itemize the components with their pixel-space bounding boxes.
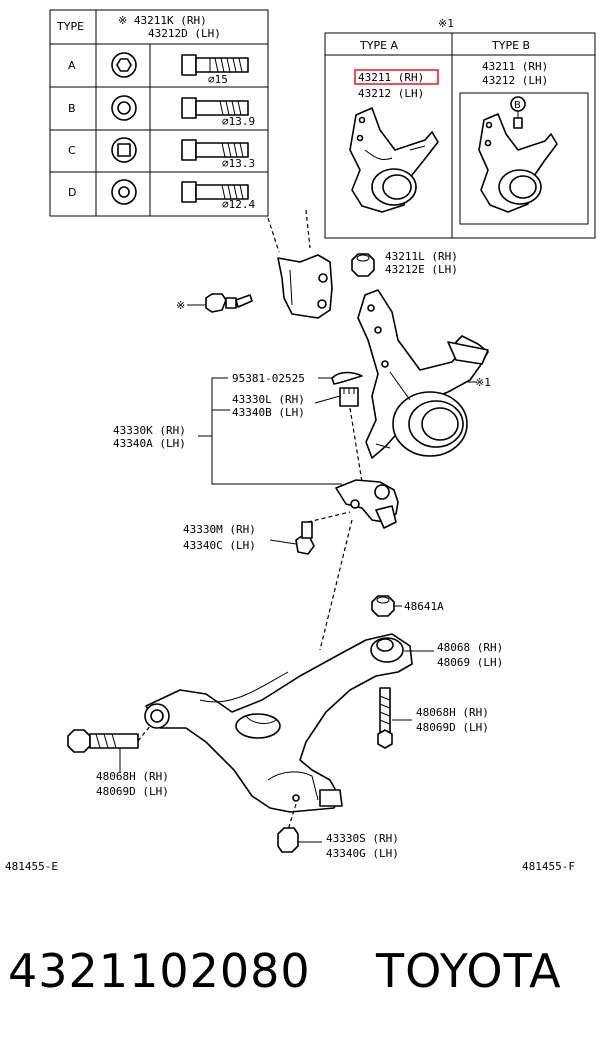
part-number: 4321102080 xyxy=(8,944,311,998)
bolt-side-icon-a xyxy=(181,54,249,76)
castle-nut xyxy=(339,387,359,407)
callout-bolt-mark: ※ xyxy=(176,299,185,312)
table-row-type-a: A xyxy=(68,59,76,72)
callout-ball-joint-lh: 43340A (LH) xyxy=(113,437,186,450)
callout-bushing-lh: 48069 (LH) xyxy=(437,656,503,669)
type-a-part-rh: 43211 (RH) xyxy=(358,71,424,84)
steering-knuckle xyxy=(357,289,489,459)
bolt-head-icon-c xyxy=(111,137,137,163)
table-row-dim-b: ⌀13.9 xyxy=(222,115,255,128)
nut-48641 xyxy=(371,595,395,617)
front-bolt xyxy=(67,729,139,753)
callout-nut-bottom-rh: 43330S (RH) xyxy=(326,832,399,845)
callout-rear-bolt-rh: 48068H (RH) xyxy=(416,706,489,719)
knuckle-type-b-drawing xyxy=(478,113,558,213)
callout-cotter-pin: 95381-02525 xyxy=(232,372,305,385)
callout-bushing-rh: 48068 (RH) xyxy=(437,641,503,654)
knuckle-type-a-drawing xyxy=(349,107,439,213)
ref-code-right: 481455-F xyxy=(522,860,575,873)
table-row-type-d: D xyxy=(68,186,76,199)
table-header-part-lh: 43212D (LH) xyxy=(148,27,221,40)
callout-bj-bolt-lh: 43340C (LH) xyxy=(183,539,256,552)
callout-bracket xyxy=(211,377,342,485)
type-b-header: TYPE B xyxy=(491,39,530,52)
table-row-type-c: C xyxy=(68,144,76,157)
cotter-pin xyxy=(331,371,363,385)
table-row-dim-a: ⌀15 xyxy=(208,73,228,86)
knuckle-box-ref-mark: ※1 xyxy=(438,17,454,30)
type-b-part-lh: 43212 (LH) xyxy=(482,74,548,87)
top-nut xyxy=(351,253,375,277)
table-row-dim-d: ⌀12.4 xyxy=(222,198,255,211)
bolt-head-icon-a xyxy=(111,52,137,78)
callout-castle-nut-rh: 43330L (RH) xyxy=(232,393,305,406)
ref-code-left: 481455-E xyxy=(5,860,58,873)
strut-bracket xyxy=(267,209,333,319)
bolt-head-icon-b xyxy=(111,95,137,121)
highlight-box xyxy=(354,69,439,85)
table-row-dim-c: ⌀13.3 xyxy=(222,157,255,170)
type-b-marker: B xyxy=(514,100,521,111)
brand-name: TOYOTA xyxy=(375,944,562,998)
callout-nut-top-rh: 43211L (RH) xyxy=(385,250,458,263)
callout-bj-bolt-rh: 43330M (RH) xyxy=(183,523,256,536)
strut-bolt xyxy=(205,293,253,313)
callout-front-bolt-lh: 48069D (LH) xyxy=(96,785,169,798)
callout-nut-bottom-lh: 43340G (LH) xyxy=(326,847,399,860)
ball-joint-bolt xyxy=(295,521,315,555)
bolt-head-icon-d xyxy=(111,179,137,205)
callout-ball-joint-rh: 43330K (RH) xyxy=(113,424,186,437)
type-b-part-rh: 43211 (RH) xyxy=(482,60,548,73)
ball-joint xyxy=(335,479,399,529)
lower-control-arm xyxy=(144,633,413,813)
bolt-side-icon-c xyxy=(181,139,249,161)
rear-bolt xyxy=(377,687,393,749)
type-a-part-lh: 43212 (LH) xyxy=(358,87,424,100)
type-a-header: TYPE A xyxy=(359,39,399,52)
table-header-type: TYPE xyxy=(56,20,84,33)
bolt-side-icon-d xyxy=(181,181,249,203)
bottom-nut xyxy=(277,827,299,853)
callout-nut-48641: 48641A xyxy=(404,600,444,613)
callout-rear-bolt-lh: 48069D (LH) xyxy=(416,721,489,734)
bolt-type-table: TYPE ※ 43211K (RH) 43212D (LH) A ⌀15 B ⌀… xyxy=(49,9,269,217)
table-row-type-b: B xyxy=(68,102,76,115)
callout-castle-nut-lh: 43340B (LH) xyxy=(232,406,305,419)
bolt-side-icon-b xyxy=(181,97,249,119)
knuckle-type-box: ※1 TYPE A TYPE B 43211 (RH) 43212 (LH) 4… xyxy=(324,17,596,239)
callout-knuckle-ref: ※1 xyxy=(475,376,491,389)
table-header-part-rh: ※ 43211K (RH) xyxy=(118,14,207,27)
callout-front-bolt-rh: 48068H (RH) xyxy=(96,770,169,783)
callout-nut-top-lh: 43212E (LH) xyxy=(385,263,458,276)
